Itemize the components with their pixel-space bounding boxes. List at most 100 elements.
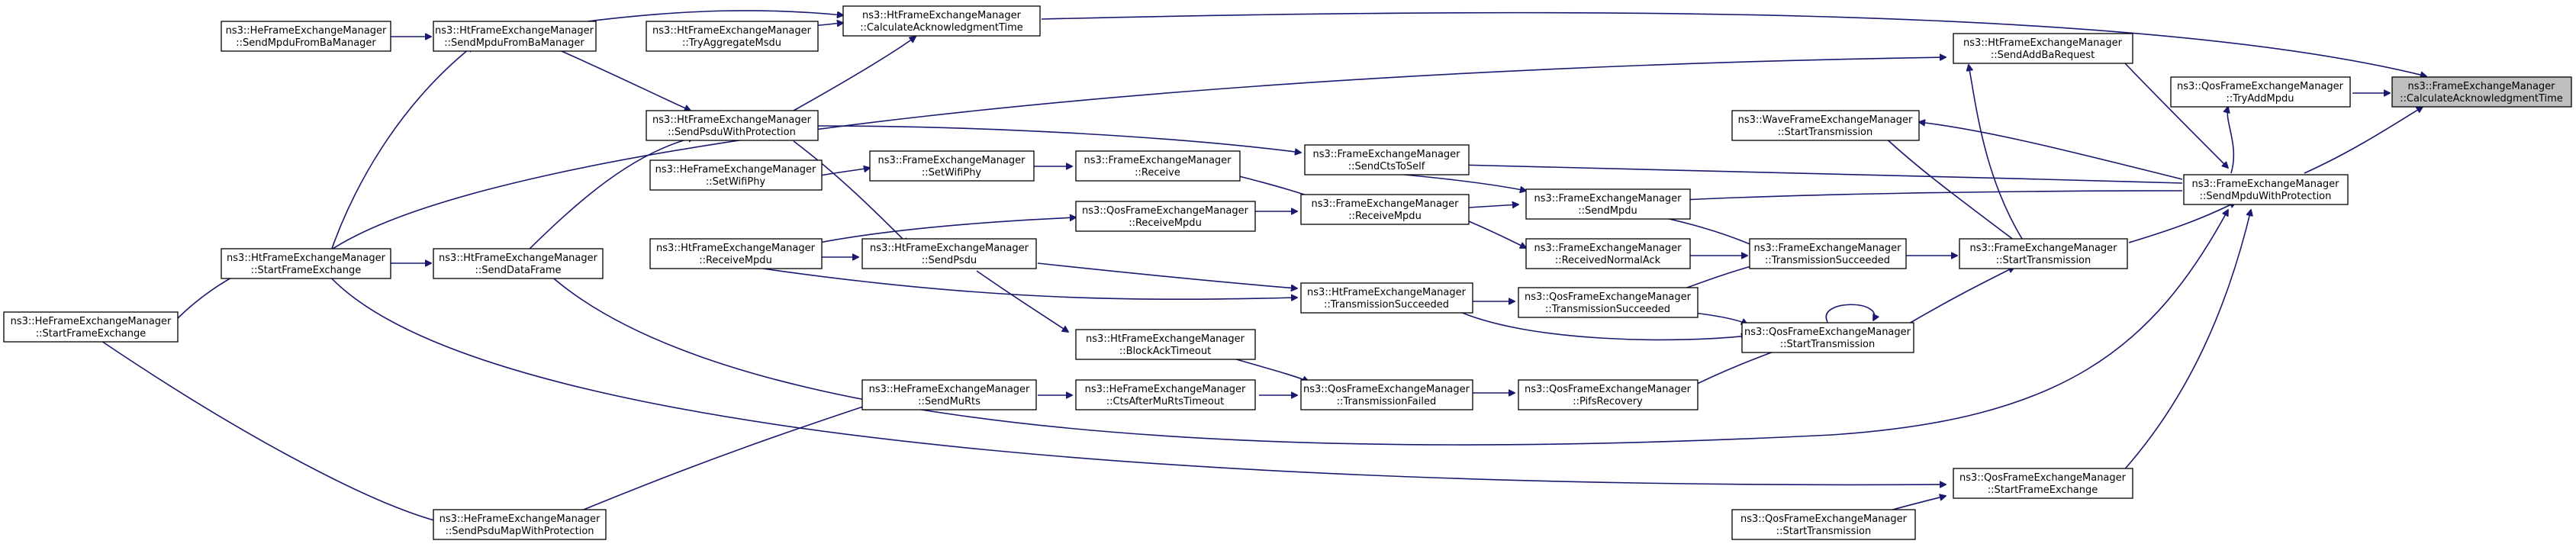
node-root[interactable]: ns3::FrameExchangeManager ::CalculateAck…	[2391, 76, 2572, 108]
edge-hesfe-to-hespmwp	[98, 339, 443, 523]
node-fe-setwifiphy-line1: ns3::FrameExchangeManager	[877, 155, 1026, 166]
node-he-sendmurts-line2: ::SendMuRts	[918, 396, 980, 407]
node-qos-starttransmission-2[interactable]: ns3::QosFrameExchangeManager ::StartTran…	[1731, 509, 1916, 540]
node-wave-starttransmission-line2: ::StartTransmission	[1778, 127, 1873, 138]
node-fe-sendctstoself-line1: ns3::FrameExchangeManager	[1312, 149, 1460, 160]
node-ht-blockacktimeout[interactable]: ns3::HtFrameExchangeManager ::BlockAckTi…	[1075, 329, 1256, 360]
node-he-sendpsdumapwithprotection[interactable]: ns3::HeFrameExchangeManager ::SendPsduMa…	[433, 509, 607, 540]
node-root-line2: ::CalculateAcknowledgmentTime	[2400, 93, 2563, 105]
node-ht-blockacktimeout-line2: ::BlockAckTimeout	[1119, 346, 1211, 357]
node-root-line1: ns3::FrameExchangeManager	[2407, 81, 2555, 92]
node-fe-receivempdu[interactable]: ns3::FrameExchangeManager ::ReceiveMpdu	[1300, 194, 1470, 225]
node-ht-receivempdu[interactable]: ns3::HtFrameExchangeManager ::ReceiveMpd…	[649, 238, 823, 269]
node-he-sendpsdumapwithprotection-line2: ::SendPsduMapWithProtection	[445, 526, 594, 537]
node-ht-sendpsduwithprotection[interactable]: ns3::HtFrameExchangeManager ::SendPsduWi…	[646, 110, 819, 141]
node-qos-starttransmission-line1: ns3::QosFrameExchangeManager	[1744, 327, 1911, 338]
edge-qospr-to-qosst	[1686, 347, 1785, 390]
node-fe-sendmpdu-line2: ::SendMpdu	[1578, 205, 1637, 217]
node-fe-starttransmission-line1: ns3::FrameExchangeManager	[1969, 243, 2117, 254]
node-ht-sendaddbarequest[interactable]: ns3::HtFrameExchangeManager ::SendAddBaR…	[1953, 33, 2133, 64]
node-qos-transmissionfailed[interactable]: ns3::QosFrameExchangeManager ::Transmiss…	[1300, 379, 1473, 410]
node-he-sendmurts[interactable]: ns3::HeFrameExchangeManager ::SendMuRts	[861, 379, 1037, 410]
node-fe-receive-line1: ns3::FrameExchangeManager	[1084, 155, 1232, 166]
node-fe-sendmpdu-line1: ns3::FrameExchangeManager	[1534, 193, 1682, 204]
edge-htsp-to-htts	[1037, 262, 1297, 288]
node-fe-starttransmission-line2: ::StartTransmission	[1996, 255, 2091, 266]
node-ht-transmissionsucceeded-line1: ns3::HtFrameExchangeManager	[1307, 287, 1467, 298]
edge-htsfe-to-qossfe	[327, 274, 1946, 484]
node-fe-receivempdu-line1: ns3::FrameExchangeManager	[1311, 198, 1459, 210]
node-qos-transmissionfailed-line1: ns3::QosFrameExchangeManager	[1303, 384, 1470, 395]
edge-htsdf-to-htspwp	[518, 137, 694, 260]
node-qos-starttransmission-2-line1: ns3::QosFrameExchangeManager	[1740, 513, 1908, 525]
node-ht-startframeexchange[interactable]: ns3::HtFrameExchangeManager ::StartFrame…	[221, 248, 391, 279]
edge-htspwp-to-htcat	[793, 37, 916, 111]
node-fe-receivednormalack[interactable]: ns3::FrameExchangeManager ::ReceivedNorm…	[1525, 238, 1691, 269]
edge-ferm-to-ferna	[1468, 220, 1526, 248]
node-ht-sendmpdufrombamanager[interactable]: ns3::HtFrameExchangeManager ::SendMpduFr…	[433, 21, 597, 52]
edge-qosst-to-fest	[1907, 267, 2014, 325]
edge-htsfe-to-htsmfb	[327, 46, 473, 260]
edge-fesmwp-to-qostryadd	[2227, 107, 2235, 174]
node-qos-startframeexchange[interactable]: ns3::QosFrameExchangeManager ::StartFram…	[1953, 468, 2133, 499]
node-qos-receivempdu-line1: ns3::QosFrameExchangeManager	[1082, 205, 1249, 217]
node-qos-transmissionsucceeded-line2: ::TransmissionSucceeded	[1545, 304, 1670, 315]
node-qos-receivempdu[interactable]: ns3::QosFrameExchangeManager ::ReceiveMp…	[1075, 201, 1256, 232]
edge-qosst-self-loop	[1825, 304, 1874, 323]
node-qos-starttransmission[interactable]: ns3::QosFrameExchangeManager ::StartTran…	[1741, 322, 1914, 353]
node-fe-transmissionsucceeded[interactable]: ns3::FrameExchangeManager ::Transmission…	[1749, 238, 1907, 269]
edge-hespmwp-to-hesmr	[579, 404, 870, 512]
node-fe-receive-line2: ::Receive	[1135, 167, 1180, 179]
node-qos-receivempdu-line2: ::ReceiveMpdu	[1129, 217, 1202, 229]
node-fe-sendmpduwithprotection[interactable]: ns3::FrameExchangeManager ::SendMpduWith…	[2183, 174, 2349, 205]
node-ht-transmissionsucceeded[interactable]: ns3::HtFrameExchangeManager ::Transmissi…	[1300, 282, 1473, 314]
edge-heswp-to-feswp	[819, 168, 870, 176]
edge-fesmwp-to-wavest	[1919, 122, 2183, 180]
edge-htsdf-to-fesmwp	[549, 210, 2228, 446]
node-ht-tryaggregatemsdu-line1: ns3::HtFrameExchangeManager	[652, 25, 812, 37]
node-ht-startframeexchange-line2: ::StartFrameExchange	[251, 265, 362, 276]
node-he-sendmurts-line1: ns3::HeFrameExchangeManager	[869, 384, 1030, 395]
node-he-setwifiphy[interactable]: ns3::HeFrameExchangeManager ::SetWifiPhy	[649, 159, 823, 191]
node-fe-receive[interactable]: ns3::FrameExchangeManager ::Receive	[1075, 150, 1241, 182]
node-fe-sendmpdu[interactable]: ns3::FrameExchangeManager ::SendMpdu	[1525, 188, 1691, 220]
node-ht-receivempdu-line1: ns3::HtFrameExchangeManager	[656, 243, 816, 254]
node-qos-startframeexchange-line2: ::StartFrameExchange	[1988, 484, 2098, 496]
node-ht-sendpsduwithprotection-line2: ::SendPsduWithProtection	[668, 127, 796, 138]
node-qos-tryaddmpdu-line1: ns3::QosFrameExchangeManager	[2177, 81, 2344, 92]
node-fe-setwifiphy[interactable]: ns3::FrameExchangeManager ::SetWifiPhy	[869, 150, 1035, 182]
node-qos-tryaddmpdu[interactable]: ns3::QosFrameExchangeManager ::TryAddMpd…	[2170, 76, 2351, 108]
node-fe-transmissionsucceeded-line1: ns3::FrameExchangeManager	[1753, 243, 1901, 254]
node-fe-sendctstoself[interactable]: ns3::FrameExchangeManager ::SendCtsToSel…	[1304, 144, 1470, 175]
node-ht-calculateacknowledgmenttime[interactable]: ns3::HtFrameExchangeManager ::CalculateA…	[842, 5, 1041, 37]
node-fe-setwifiphy-line2: ::SetWifiPhy	[922, 167, 982, 179]
node-fe-transmissionsucceeded-line2: ::TransmissionSucceeded	[1765, 255, 1890, 266]
node-he-setwifiphy-line1: ns3::HeFrameExchangeManager	[655, 164, 816, 175]
node-fe-starttransmission[interactable]: ns3::FrameExchangeManager ::StartTransmi…	[1959, 238, 2128, 269]
node-qos-startframeexchange-line1: ns3::QosFrameExchangeManager	[1959, 472, 2127, 484]
edge-htsfe-to-htsab	[327, 57, 1946, 253]
node-he-sendmpdufrombamanager[interactable]: ns3::HeFrameExchangeManager ::SendMpduFr…	[221, 21, 391, 52]
node-ht-sendpsdu[interactable]: ns3::HtFrameExchangeManager ::SendPsdu	[861, 238, 1037, 269]
node-wave-starttransmission[interactable]: ns3::WaveFrameExchangeManager ::StartTra…	[1731, 110, 1920, 141]
node-qos-pifsrecovery-line2: ::PifsRecovery	[1573, 396, 1643, 407]
node-ht-tryaggregatemsdu[interactable]: ns3::HtFrameExchangeManager ::TryAggrega…	[646, 21, 819, 52]
node-ht-senddataframe[interactable]: ns3::HtFrameExchangeManager ::SendDataFr…	[433, 248, 604, 279]
node-he-ctsaftermurtstimeout[interactable]: ns3::HeFrameExchangeManager ::CtsAfterMu…	[1075, 379, 1256, 410]
node-he-sendpsdumapwithprotection-line1: ns3::HeFrameExchangeManager	[440, 513, 601, 525]
node-qos-tryaddmpdu-line2: ::TryAddMpdu	[2227, 93, 2294, 105]
node-qos-pifsrecovery[interactable]: ns3::QosFrameExchangeManager ::PifsRecov…	[1518, 379, 1699, 410]
node-ht-sendaddbarequest-line1: ns3::HtFrameExchangeManager	[1963, 37, 2123, 49]
edge-fest-to-wavest	[1877, 130, 2015, 241]
node-qos-starttransmission-2-line2: ::StartTransmission	[1776, 526, 1872, 537]
node-ht-tryaggregatemsdu-line2: ::TryAggregateMsdu	[682, 37, 781, 49]
node-fe-receivednormalack-line1: ns3::FrameExchangeManager	[1534, 243, 1682, 254]
node-he-startframeexchange[interactable]: ns3::HeFrameExchangeManager ::StartFrame…	[3, 311, 179, 343]
node-he-ctsaftermurtstimeout-line1: ns3::HeFrameExchangeManager	[1085, 384, 1246, 395]
node-ht-sendmpdufrombamanager-line1: ns3::HtFrameExchangeManager	[435, 25, 594, 37]
edge-fest-to-htsab	[1969, 65, 2023, 240]
edge-htsmfb-to-htcat	[587, 10, 843, 22]
edge-htrm-to-qosrm	[793, 217, 1076, 249]
node-he-ctsaftermurtstimeout-line2: ::CtsAfterMuRtsTimeout	[1106, 396, 1224, 407]
node-qos-transmissionsucceeded[interactable]: ns3::QosFrameExchangeManager ::Transmiss…	[1518, 287, 1699, 318]
